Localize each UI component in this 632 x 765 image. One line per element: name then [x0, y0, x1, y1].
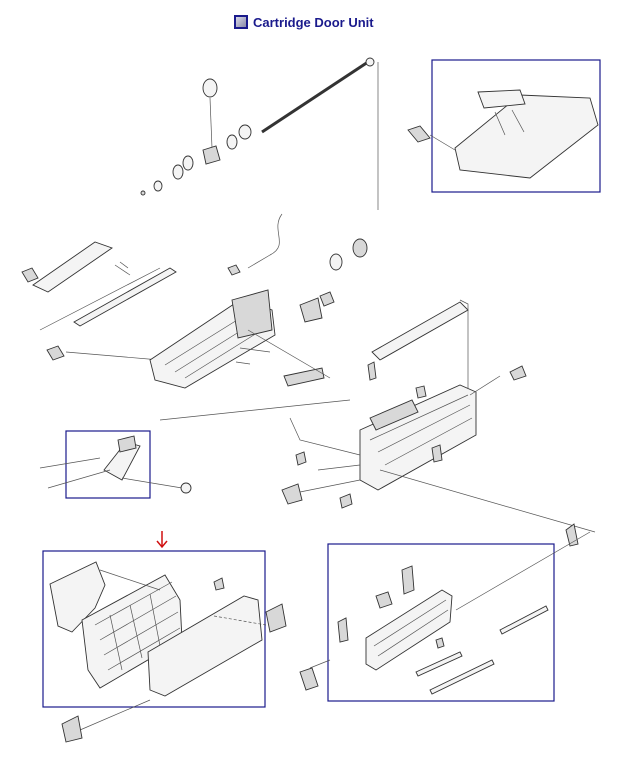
door-tab-part	[477, 89, 526, 109]
central-feed-assembly	[149, 213, 368, 389]
highlight-arrow	[156, 531, 168, 549]
door-cover-part	[454, 94, 599, 179]
callout-middle-left	[39, 399, 351, 499]
diagram-title-text: Cartridge Door Unit	[253, 14, 374, 30]
diagram-title[interactable]: Cartridge Door Unit	[234, 12, 374, 32]
main-frame-part	[359, 384, 477, 491]
screw-part	[407, 125, 431, 143]
door-inner-panel-part	[49, 561, 106, 633]
callout-frame	[327, 543, 555, 702]
callout-cartridge-door[interactable]	[42, 550, 287, 743]
right-main-assembly	[281, 299, 596, 547]
callout-frame	[65, 430, 151, 499]
rail-guide-part	[32, 241, 113, 293]
cartridge-door-icon	[234, 15, 248, 29]
callout-frame	[431, 59, 601, 193]
left-rail-assembly	[21, 241, 177, 361]
callout-frame	[42, 550, 266, 708]
door-outer-cover-part	[147, 595, 263, 697]
callout-top-right	[407, 59, 601, 193]
roller-shaft-assembly	[140, 57, 379, 210]
callout-bottom-right	[299, 531, 591, 702]
